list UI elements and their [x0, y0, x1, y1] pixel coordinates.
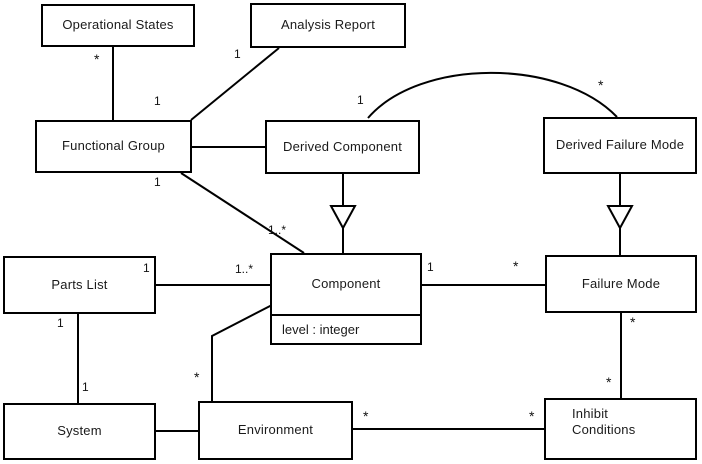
multiplicity-environment-component-star: * — [194, 369, 200, 385]
class-box-parts-list[interactable]: Parts List — [3, 256, 156, 314]
class-name-derived-component: Derived Component — [282, 138, 403, 154]
multiplicity-operational-states-star: * — [94, 51, 100, 67]
multiplicity-derived-component-arc: 1 — [357, 93, 364, 107]
multiplicity-analysis-report-functional-group: 1 — [154, 94, 161, 108]
class-box-system[interactable]: System — [3, 403, 156, 460]
class-box-environment[interactable]: Environment — [198, 401, 353, 460]
class-name-failure-mode: Failure Mode — [581, 275, 661, 291]
class-name-system: System — [57, 423, 102, 439]
edge-functional-group-component — [180, 172, 305, 254]
class-name-component: Component — [311, 276, 381, 292]
multiplicity-parts-list-right: 1 — [143, 261, 150, 275]
class-box-analysis-report[interactable]: Analysis Report — [250, 3, 406, 48]
class-name-parts-list: Parts List — [51, 276, 108, 292]
class-box-failure-mode[interactable]: Failure Mode — [545, 255, 697, 313]
multiplicity-derived-failure-mode-arc-star: * — [598, 77, 604, 93]
class-box-derived-failure-mode[interactable]: Derived Failure Mode — [543, 117, 697, 174]
class-name-analysis-report: Analysis Report — [280, 17, 376, 33]
class-box-operational-states[interactable]: Operational States — [41, 4, 195, 47]
class-name-functional-group: Functional Group — [62, 138, 165, 154]
multiplicity-parts-list-system-bottom: 1 — [82, 380, 89, 394]
class-name-inhibit-conditions: Inhibit Conditions — [572, 406, 636, 438]
class-name-operational-states: Operational States — [62, 17, 174, 33]
edge-environment-component — [211, 304, 273, 401]
multiplicity-failure-mode-inhibit-bottom-star: * — [606, 374, 612, 390]
edge-derived-component-derived-failure-mode — [367, 71, 618, 119]
multiplicity-component-failure-mode-star: * — [513, 258, 519, 274]
class-box-inhibit-conditions[interactable]: Inhibit Conditions — [544, 398, 697, 460]
class-name-environment: Environment — [237, 422, 314, 438]
class-box-functional-group[interactable]: Functional Group — [35, 120, 192, 173]
multiplicity-functional-group-component-1: 1 — [154, 175, 161, 189]
generalization-triangle-derived-component — [329, 205, 357, 231]
multiplicity-environment-inhibit-left-star: * — [363, 408, 369, 424]
multiplicity-component-failure-mode-1: 1 — [427, 260, 434, 274]
multiplicity-failure-mode-inhibit-top-star: * — [630, 314, 636, 330]
class-attribute-component-level: level : integer — [272, 314, 420, 343]
multiplicity-parts-list-component-right: 1..* — [235, 262, 254, 276]
multiplicity-environment-inhibit-right-star: * — [529, 408, 535, 424]
class-name-derived-failure-mode: Derived Failure Mode — [555, 137, 685, 153]
class-box-derived-component[interactable]: Derived Component — [265, 120, 420, 174]
class-box-component[interactable]: Component level : integer — [270, 253, 422, 345]
generalization-triangle-derived-failure-mode — [606, 205, 634, 231]
multiplicity-analysis-report-top: 1 — [234, 47, 241, 61]
multiplicity-parts-list-system-top: 1 — [57, 316, 64, 330]
multiplicity-functional-group-component-upper: 1..* — [268, 223, 287, 237]
